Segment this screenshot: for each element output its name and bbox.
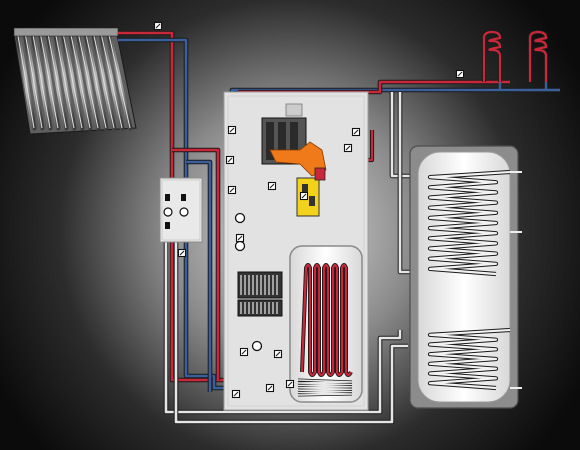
pipe-segment (118, 31, 174, 178)
dhw-pump-icon (251, 340, 263, 352)
pipe-segment (174, 242, 408, 424)
valve-icon (165, 194, 186, 229)
heat-exchanger-icon (237, 271, 283, 317)
boiler-pump-icon (234, 212, 246, 224)
pump-station-icon (159, 177, 203, 243)
burner-icon (261, 117, 327, 177)
radiator-circuit-icon (482, 29, 549, 90)
bivalent-cylinder-icon (409, 145, 522, 409)
solar-collector-icon (13, 27, 137, 135)
pipe-segment (184, 242, 234, 390)
pipe-segment (118, 38, 188, 178)
solar-pump-icon (163, 207, 189, 217)
sensor-icons (153, 21, 465, 399)
pipe-segment (172, 148, 220, 380)
pipe-segment (186, 160, 212, 392)
boiler-pump-icon (234, 240, 246, 252)
coil-tank-icon (289, 245, 363, 403)
pipe-segment (164, 242, 402, 414)
